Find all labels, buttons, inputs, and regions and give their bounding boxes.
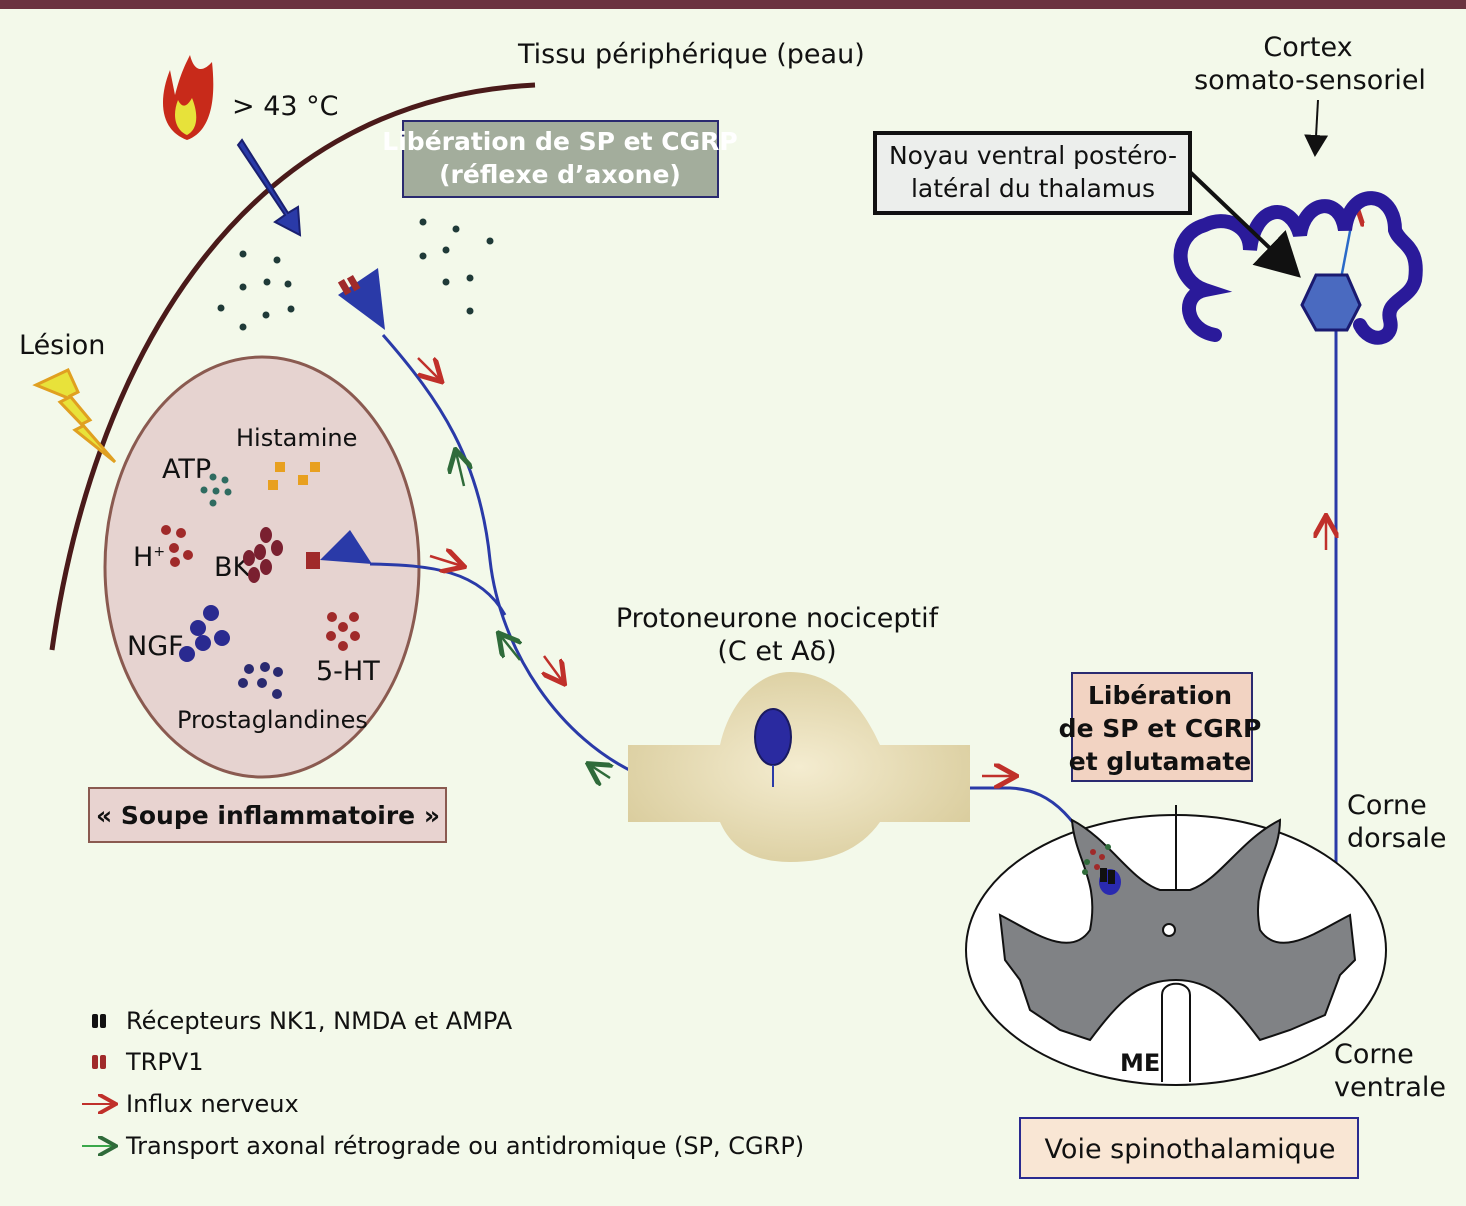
pathway-label: Voie spinothalamique [1045,1134,1336,1165]
protoneurone-label-2: (C et Aδ) [717,636,836,667]
cortex-gyri [1173,191,1423,345]
5ht-label: 5-HT [316,656,380,687]
trpv1-receptor-upper [337,274,361,296]
ventral-horn-label-1: Corne [1334,1039,1414,1070]
spinal-cord [965,805,1387,1086]
influx-arrows [418,358,1326,776]
spinal-release-box [1071,672,1253,782]
histamine-icon [268,462,320,490]
nerve-terminal-upper [338,268,385,330]
retrograde-arrows [456,452,610,778]
dorsal-horn-label-2: dorsale [1347,823,1446,854]
legend-label: TRPV1 [125,1048,204,1076]
thalamus-label-1: Noyau ventral postéro- [889,141,1177,170]
tissue-label: Tissu périphérique (peau) [517,39,865,70]
prostaglandin-icon [238,662,283,699]
legend-label: Influx nerveux [126,1090,299,1118]
5ht-icon [326,612,360,651]
flame-icon [162,55,214,140]
atp-label: ATP [162,454,211,485]
release-line3: et glutamate [1069,747,1252,776]
top-bar [0,0,1466,9]
trpv1-receptor [306,552,320,569]
receptor-red-icon [92,1055,106,1069]
axon-reflex-box [402,120,719,198]
lesion-label: Lésion [19,330,105,361]
thalamus-label-2: latéral du thalamus [911,174,1155,203]
ventral-horn-label-2: ventrale [1334,1072,1446,1103]
dorsal-root-ganglion [628,672,970,862]
atp-icon [200,473,232,507]
legend-label: Transport axonal rétrograde ou antidromi… [125,1132,804,1160]
pathway-box [1019,1117,1359,1179]
soup-caption: « Soupe inflammatoire » [96,801,440,830]
prostaglandines-label: Prostaglandines [177,706,368,734]
receptor-black-icon [92,1014,106,1028]
me-label: ME [1120,1049,1160,1077]
release-line2: de SP et CGRP [1059,714,1262,743]
protoneurone-label-1: Protoneurone nociceptif [616,603,940,634]
h-plus-label: H+ [133,542,165,573]
axon-reflex-line2: (réflexe d’axone) [439,160,681,189]
cortex-label-2: somato-sensoriel [1194,65,1426,96]
nerve-terminal-lower [320,530,372,564]
dorsal-horn-label-1: Corne [1347,790,1427,821]
legend-label: Récepteurs NK1, NMDA et AMPA [126,1007,513,1035]
neuron-cell-body [754,708,792,766]
neuropeptide-dots [217,218,494,331]
thalamus-nucleus [1300,273,1362,332]
histamine-label: Histamine [236,424,357,452]
release-line1: Libération [1088,681,1232,710]
cortex-label-1: Cortex [1263,32,1352,63]
bk-icon [243,527,283,583]
ngf-label: NGF [127,631,184,662]
lightning-icon [32,367,117,464]
soup-caption-box [88,787,447,843]
axon-reflex-line1: Libération de SP et CGRP [382,127,737,156]
ngf-icon [179,605,230,662]
skin-line [49,82,536,651]
legend: Récepteurs NK1, NMDA et AMPA TRPV1 Influ… [82,1007,804,1160]
heat-arrow-icon [236,138,302,237]
temperature-label: > 43 °C [232,91,339,122]
h-plus-icon [161,525,193,567]
